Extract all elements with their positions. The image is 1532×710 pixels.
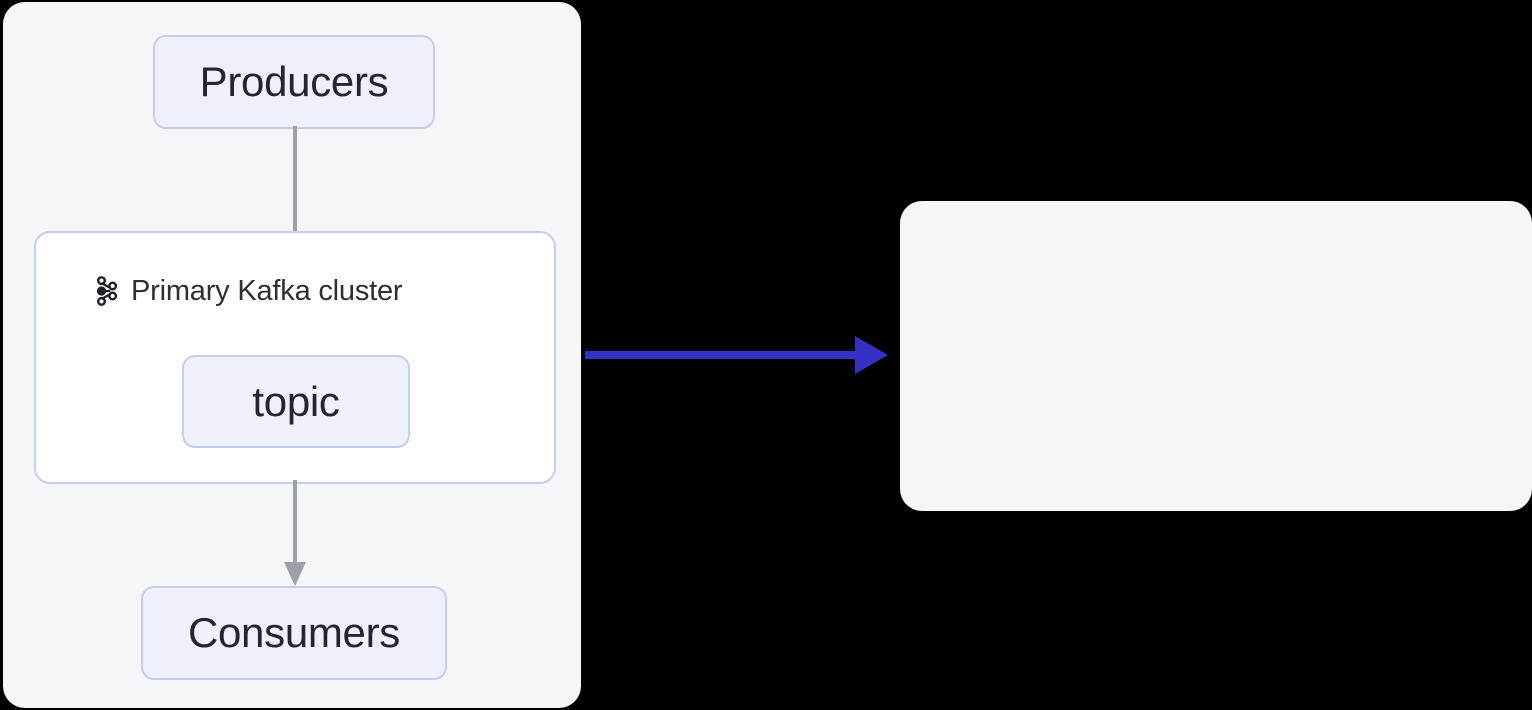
node-topic[interactable]: topic: [182, 355, 410, 448]
node-producers[interactable]: Producers: [153, 35, 435, 129]
cluster-header-primary: Primary Kafka cluster: [94, 274, 403, 307]
replication-arrow: [585, 336, 888, 374]
primary-cluster-panel: Producers Primary Kafka cluster: [3, 2, 581, 708]
node-consumers[interactable]: Consumers: [141, 586, 447, 680]
secondary-cluster-panel: Secondary Kafka cluster primary.topic: [900, 201, 1532, 511]
cluster-label-primary: Primary Kafka cluster: [131, 274, 403, 307]
arrow-topic-to-consumers: [284, 480, 306, 586]
kafka-icon: [96, 276, 118, 306]
cluster-box-primary: Primary Kafka cluster topic: [34, 231, 556, 484]
